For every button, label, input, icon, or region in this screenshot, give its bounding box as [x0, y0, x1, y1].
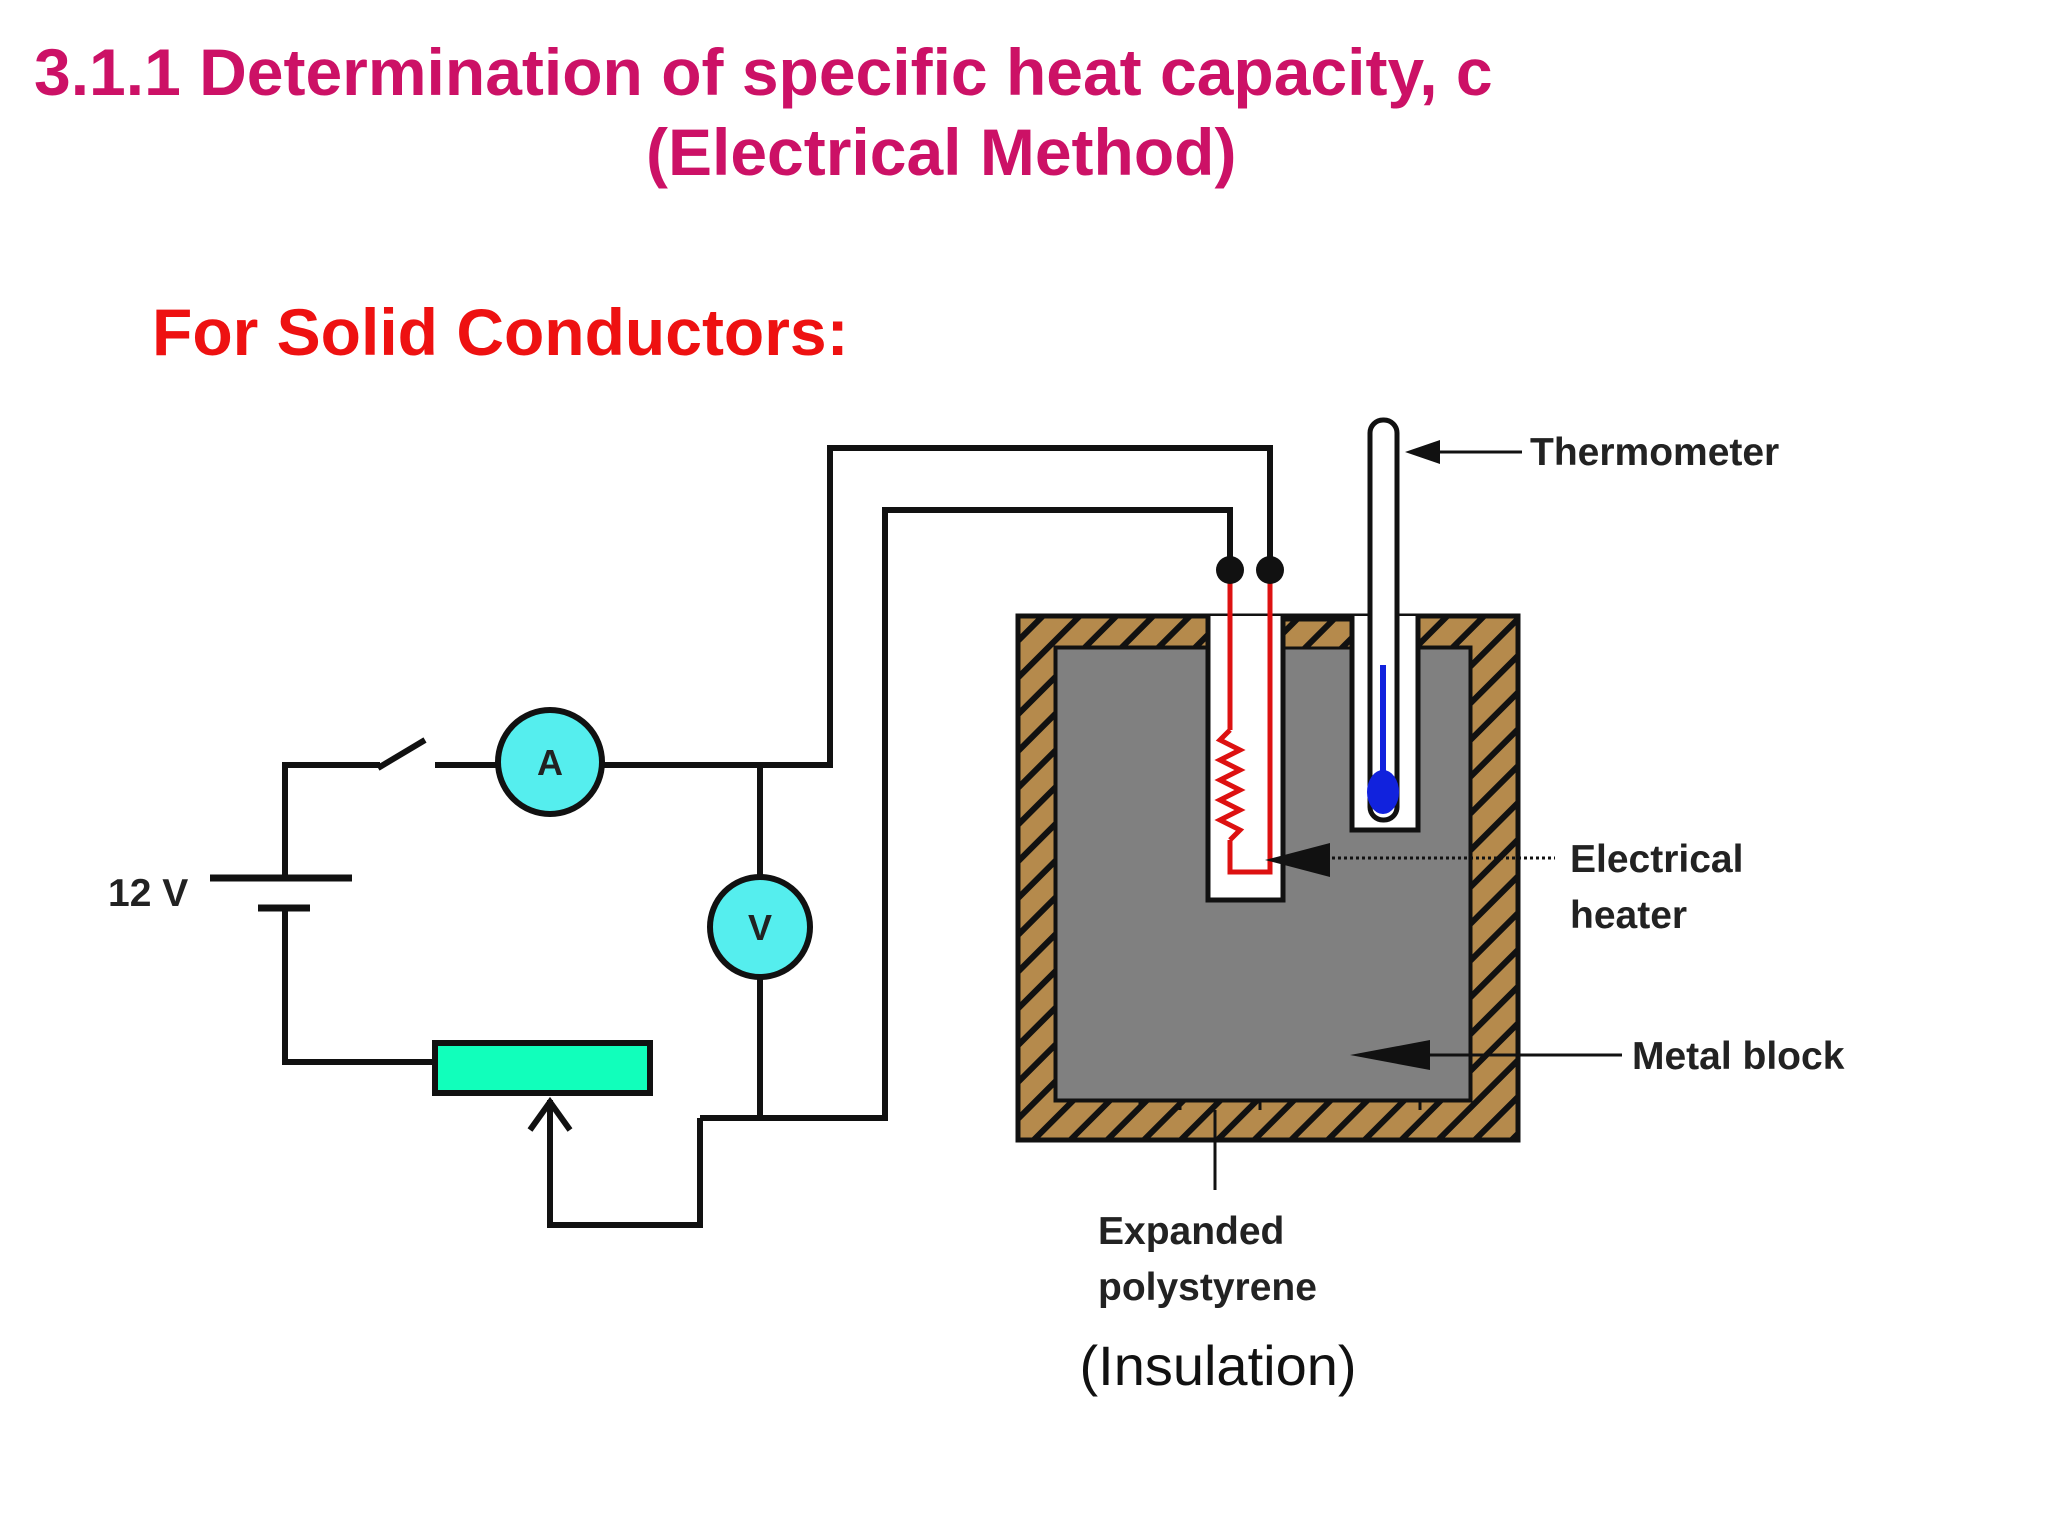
- switch: [376, 737, 427, 771]
- thermometer: [1367, 417, 1400, 823]
- insulation-label-line1: Expanded: [1098, 1210, 1284, 1253]
- supply-voltage-label: 12 V: [108, 872, 188, 915]
- slide-title-line-1: 3.1.1 Determination of specific heat cap…: [34, 35, 1493, 109]
- battery: [210, 874, 352, 912]
- slide-subtitle: For Solid Conductors:: [152, 295, 849, 369]
- ammeter-symbol: A: [537, 742, 563, 783]
- ammeter: A: [495, 707, 605, 817]
- heater-terminal-2: [1256, 556, 1284, 584]
- slide-title-line-2: (Electrical Method): [646, 115, 1237, 189]
- metal-block-label: Metal block: [1632, 1035, 1845, 1078]
- circuit-wires: [282, 445, 1273, 1228]
- heater-label-line2: heater: [1570, 894, 1687, 937]
- voltmeter-symbol: V: [748, 907, 772, 948]
- rheostat: [432, 1040, 653, 1132]
- heater-terminal-1: [1216, 556, 1244, 584]
- electrical-heater: [1214, 575, 1273, 875]
- thermometer-label: Thermometer: [1530, 431, 1779, 474]
- voltmeter: V: [707, 874, 813, 980]
- insulation-note: (Insulation): [1079, 1334, 1356, 1397]
- insulation-label-line2: polystyrene: [1098, 1266, 1317, 1309]
- heater-label-line1: Electrical: [1570, 838, 1743, 881]
